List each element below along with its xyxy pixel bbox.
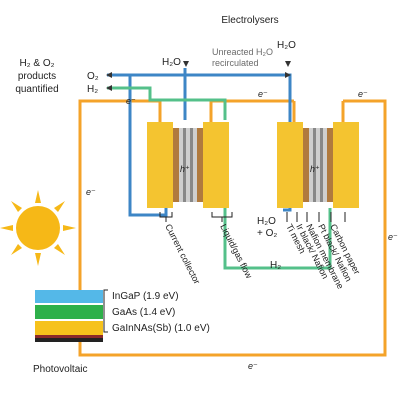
h2-output-label: H₂ — [87, 84, 98, 95]
o2-output-label: O₂ — [87, 71, 99, 82]
svg-text:H₂ & O₂: H₂ & O₂ — [20, 58, 55, 69]
diagram-title: Electrolysers — [221, 15, 278, 26]
pv-label-ingap: InGaP (1.9 eV) — [112, 291, 179, 302]
photovoltaic-stack — [35, 289, 108, 342]
label-brackets — [159, 212, 346, 222]
unreacted-label-1: Unreacted H₂O — [212, 47, 273, 57]
photovoltaic-label: Photovoltaic — [33, 364, 87, 375]
h2o-o2-label-2: + O₂ — [257, 228, 277, 239]
left-products-label: H₂ & O₂ products quantified — [15, 58, 58, 95]
h2-return-label: H₂ — [270, 260, 281, 271]
h2o-right-label: H₂O — [277, 40, 296, 51]
anode-electrode — [277, 122, 303, 208]
electron-label-1: e⁻ — [126, 96, 136, 106]
electrolyser-cell-2: h⁺ — [277, 122, 359, 208]
cathode-electrode — [333, 122, 359, 208]
electron-label-5: e⁻ — [388, 232, 398, 242]
catalyst-layer — [173, 128, 179, 202]
proton-label: h⁺ — [310, 164, 320, 174]
h2-flow-line — [107, 86, 332, 270]
h2o-input-label: H₂O — [162, 57, 181, 68]
anode-electrode — [147, 122, 173, 208]
flow-arrows — [106, 61, 291, 91]
pv-layer-gainnas — [35, 321, 103, 335]
svg-text:quantified: quantified — [15, 84, 58, 95]
electron-label-2: e⁻ — [258, 89, 268, 99]
label-current-collector: Current collector — [163, 222, 202, 285]
electron-label-4: e⁻ — [86, 187, 96, 197]
pv-layer-ingap — [35, 290, 103, 303]
pv-layer-gaas — [35, 305, 103, 319]
sun-icon — [0, 190, 76, 266]
cathode-electrode — [203, 122, 229, 208]
pv-label-gaas: GaAs (1.4 eV) — [112, 307, 175, 318]
pv-label-gainnas: GaInNAs(Sb) (1.0 eV) — [112, 323, 210, 334]
svg-text:products: products — [18, 71, 56, 82]
electron-label-3: e⁻ — [358, 89, 368, 99]
electrolyser-cell-1: h⁺ — [147, 122, 229, 208]
h2o-o2-label-1: H₂O — [257, 216, 276, 227]
electron-label-6: e⁻ — [248, 361, 258, 371]
unreacted-label-2: recirculated — [212, 58, 259, 68]
proton-label: h⁺ — [180, 164, 190, 174]
